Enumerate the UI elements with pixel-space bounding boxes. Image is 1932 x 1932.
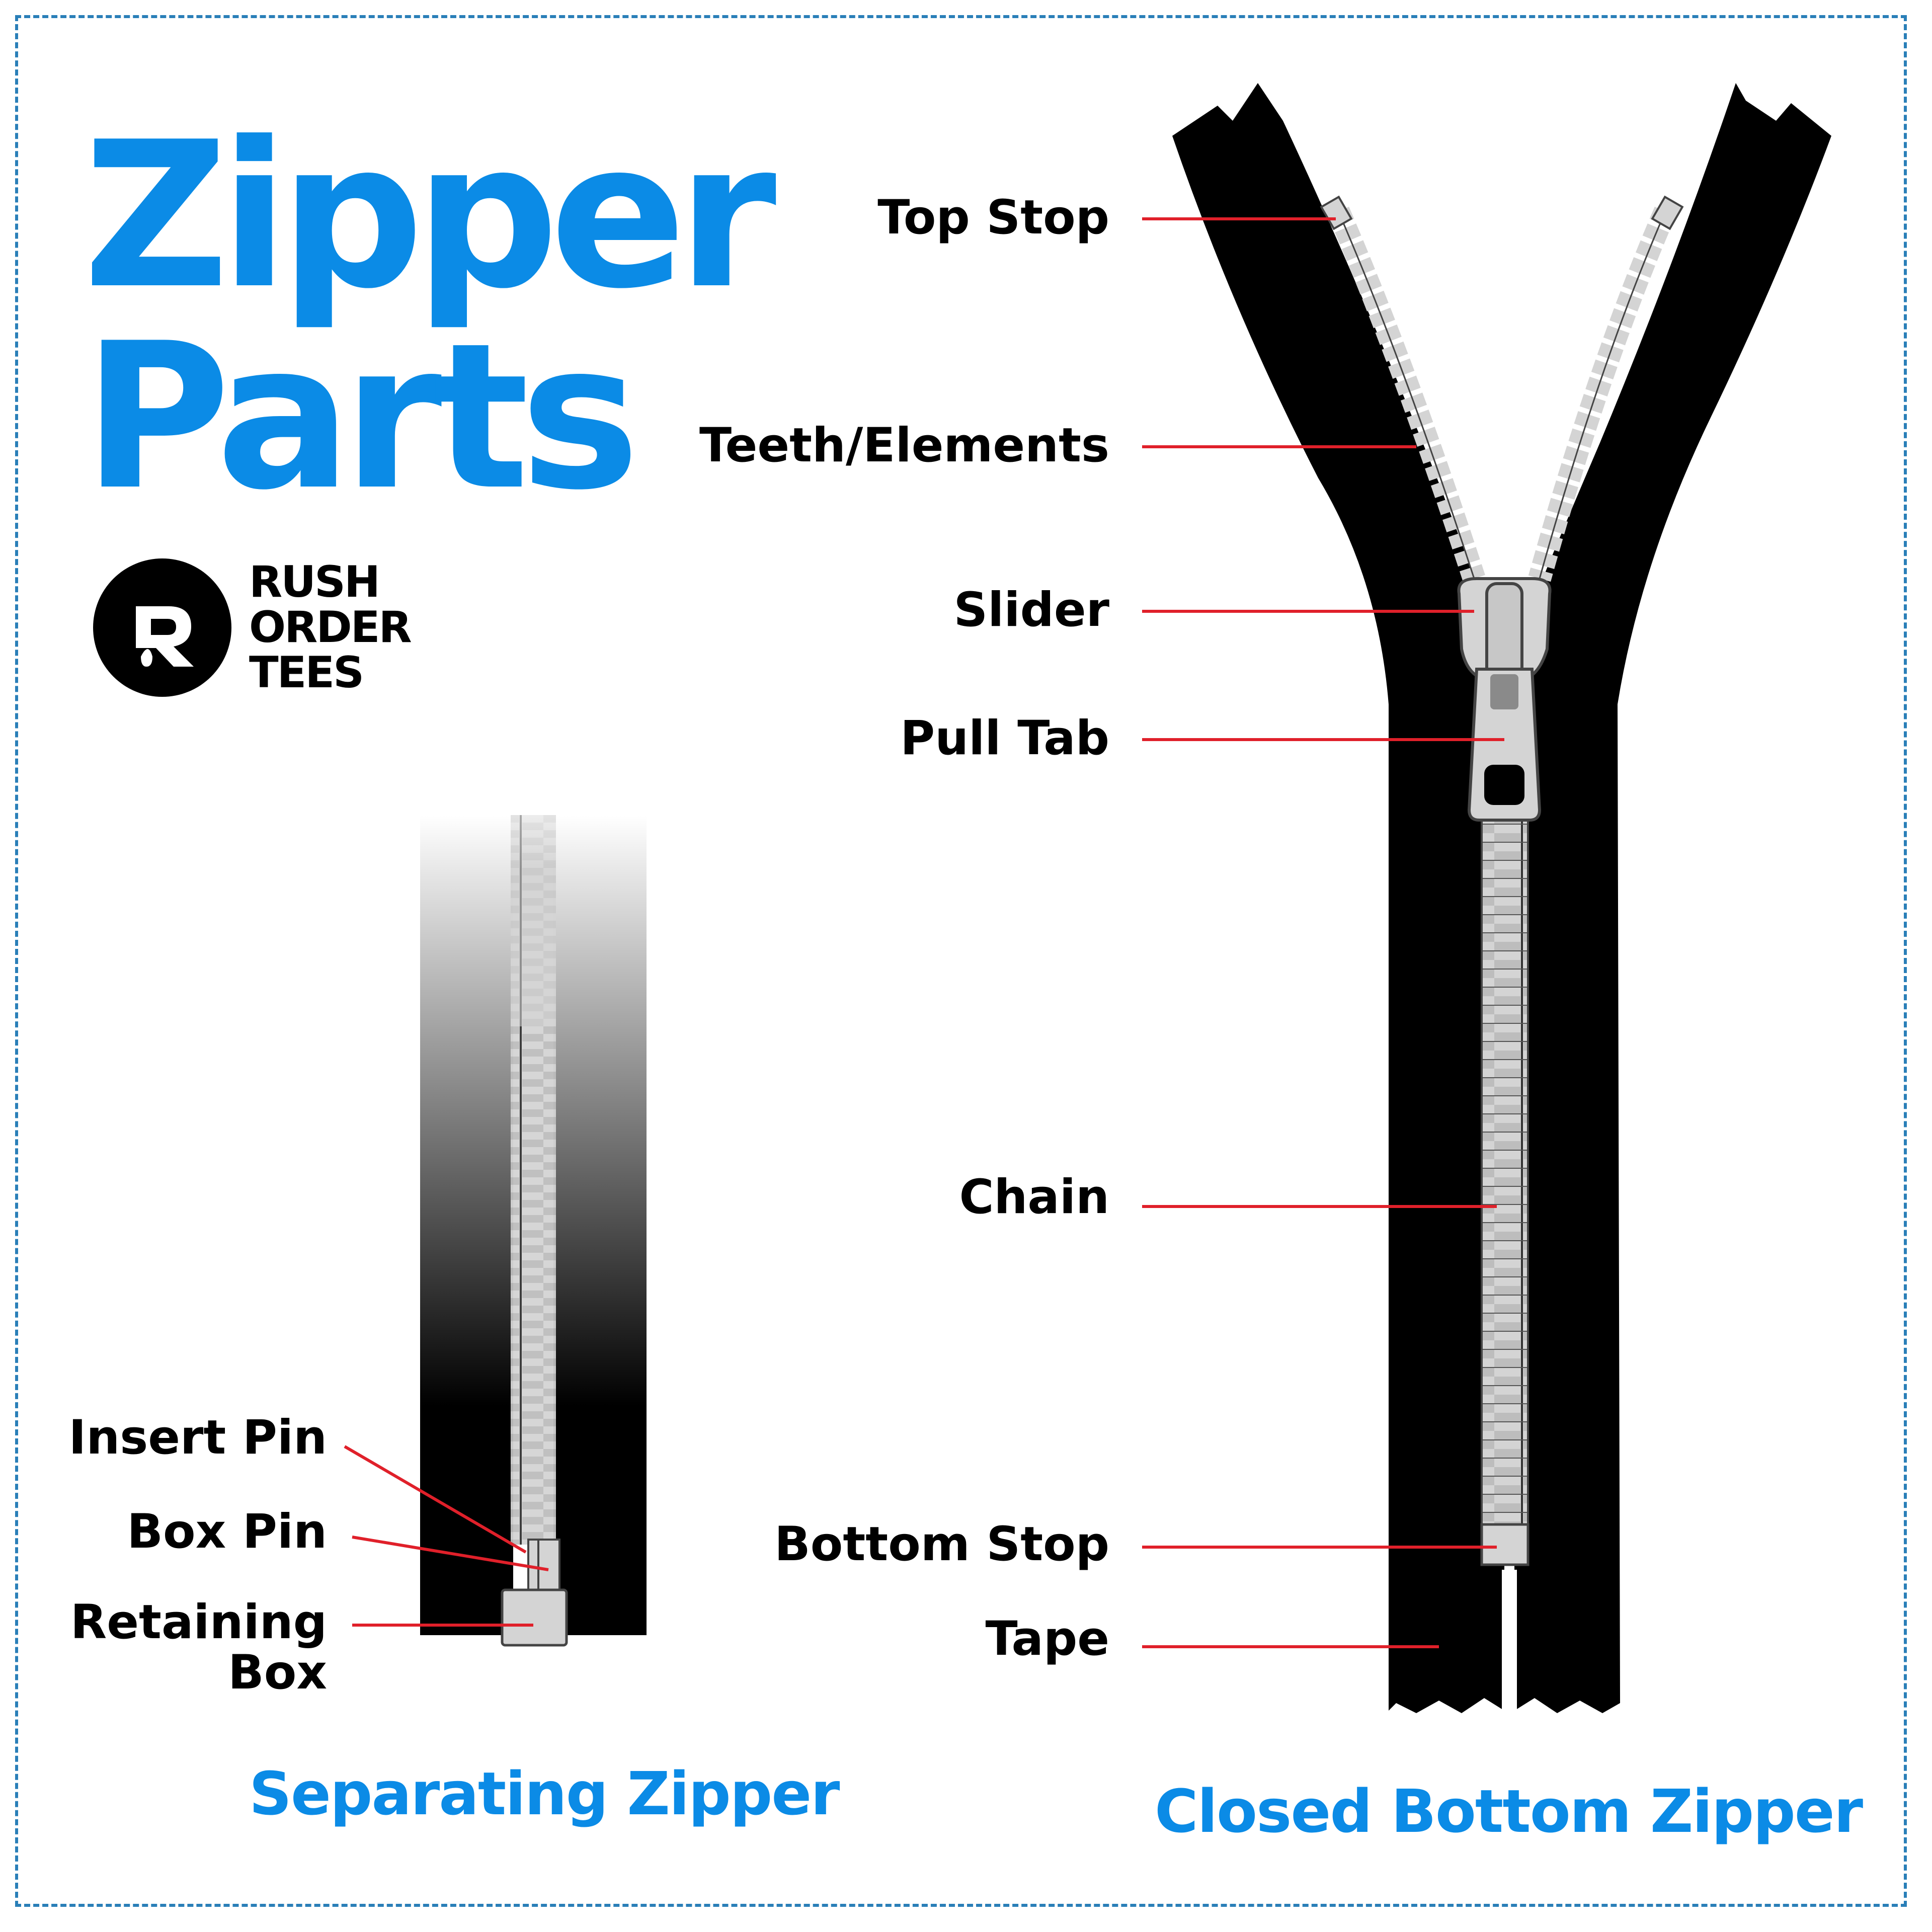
label-top-stop: Top Stop bbox=[877, 190, 1109, 245]
brand-line-2: ORDER bbox=[249, 602, 412, 653]
brand-line-1: RUSH bbox=[249, 557, 380, 607]
separating-zipper-left-tape bbox=[420, 815, 513, 1635]
separating-zipper-leader-lines bbox=[344, 1445, 549, 1627]
label-slider: Slider bbox=[953, 583, 1109, 637]
label-box-pin: Box Pin bbox=[127, 1504, 327, 1559]
title-line-1: Zipper bbox=[83, 99, 776, 333]
closed-zipper-pull-tab bbox=[1467, 668, 1542, 822]
closed-zipper-slider bbox=[1457, 577, 1552, 686]
closed-zipper-bottom-stop bbox=[1480, 1523, 1530, 1566]
page-title: Zipper Parts bbox=[83, 99, 776, 534]
separating-zipper-retaining-box bbox=[501, 1588, 568, 1647]
label-retaining-box: Retaining Box bbox=[70, 1597, 327, 1698]
brand-logo-icon bbox=[93, 558, 231, 697]
label-retaining-box-line-2: Box bbox=[228, 1645, 327, 1700]
leader-insert-pin bbox=[344, 1445, 527, 1554]
dashed-frame bbox=[15, 15, 1907, 1907]
caption-closed-bottom-zipper: Closed Bottom Zipper bbox=[1155, 1777, 1863, 1846]
brand-line-3: TEES bbox=[249, 648, 364, 698]
caption-separating-zipper: Separating Zipper bbox=[249, 1759, 840, 1828]
label-pull-tab: Pull Tab bbox=[900, 711, 1109, 766]
separating-zipper bbox=[420, 815, 647, 1647]
closed-zipper-left-teeth bbox=[1320, 195, 1485, 583]
label-bottom-stop: Bottom Stop bbox=[774, 1517, 1109, 1572]
closed-zipper-chain bbox=[1481, 804, 1529, 1525]
closed-zipper-right-tape bbox=[1514, 83, 1831, 1713]
closed-zipper-leader-lines bbox=[1142, 217, 1504, 1648]
label-insert-pin: Insert Pin bbox=[68, 1410, 327, 1465]
label-chain: Chain bbox=[959, 1170, 1109, 1225]
label-teeth-elements: Teeth/Elements bbox=[699, 418, 1109, 473]
brand-name: RUSH ORDER TEES bbox=[249, 557, 412, 698]
title-line-2: Parts bbox=[83, 300, 640, 534]
label-retaining-box-line-1: Retaining bbox=[70, 1595, 327, 1650]
closed-zipper-left-tape bbox=[1172, 83, 1504, 1713]
closed-zipper-right-teeth bbox=[1528, 195, 1684, 582]
leader-box-pin bbox=[352, 1536, 549, 1571]
closed-zipper-tape-gap bbox=[1502, 1570, 1517, 1716]
separating-zipper-right-tape bbox=[553, 815, 647, 1635]
closed-bottom-zipper bbox=[1172, 83, 1831, 1716]
label-tape: Tape bbox=[985, 1612, 1109, 1666]
